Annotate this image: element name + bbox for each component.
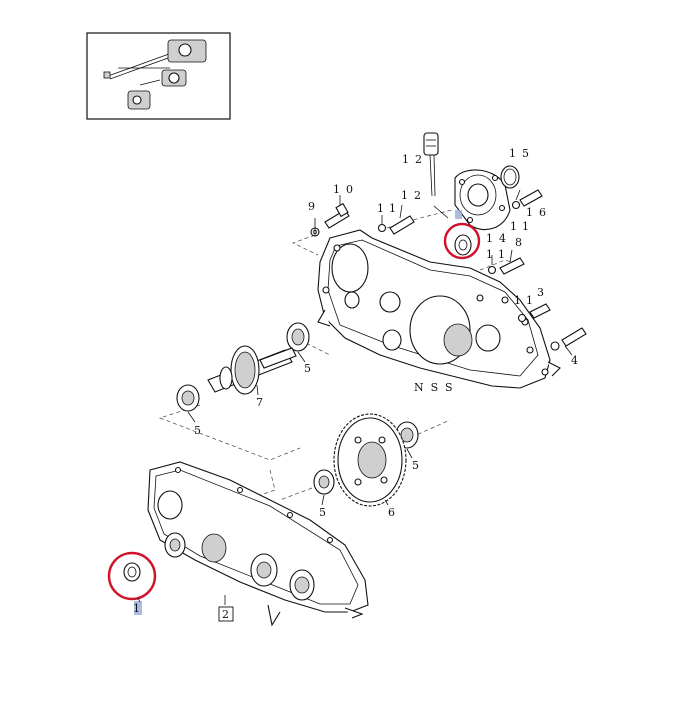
callout-8: 8 [515,236,522,249]
callout-4: 4 [571,354,578,367]
callout-5-left: 5 [194,424,201,437]
callout-15: 15 [509,147,535,160]
highlight-circle-lower [107,551,157,601]
callout-14: 14 [486,232,512,245]
seal-lower[interactable] [107,551,157,615]
callout-3: 3 [537,286,544,299]
callout-5-upper: 5 [304,362,311,375]
large-gear[interactable] [333,413,407,507]
bolt-4[interactable] [550,327,587,351]
bolt-12-left[interactable] [377,215,415,235]
callout-10: 10 [333,183,359,196]
callout-2: 2 [222,608,229,621]
callout-5-right: 5 [412,459,419,472]
seal-upper[interactable] [443,210,481,260]
callout-2-box [218,606,234,622]
highlight-circle-upper [443,222,481,260]
callout-11-b: 11 [510,220,534,233]
upper-housing-cover[interactable] [317,229,561,389]
bearing-upper[interactable] [286,322,310,352]
bolt-10[interactable] [324,202,350,229]
callout-1: 1 [133,602,140,615]
bearing-left[interactable] [176,384,200,412]
callout-7: 7 [256,396,263,409]
leader-lines [137,189,573,605]
selection-marker-lower [134,601,142,615]
locator-thumbnail[interactable] [86,32,231,120]
callout-labels: 1 2 3 4 5 5 5 5 6 7 8 9 10 11 11 11 11 1… [133,147,578,622]
callout-6: 6 [388,506,395,519]
flange-cover[interactable] [454,169,511,230]
callout-11-d: 11 [514,294,538,307]
callout-16: 16 [526,206,552,219]
selection-marker-upper [455,210,462,219]
o-ring[interactable] [500,165,520,189]
dipstick[interactable] [423,132,439,197]
callout-9: 9 [308,200,316,213]
bolt-3[interactable] [517,303,551,323]
callout-11-c: 11 [486,248,510,261]
callout-12-top: 12 [402,153,428,166]
gear-shaft[interactable] [207,345,297,395]
bolt-8[interactable] [487,257,525,275]
lower-housing[interactable] [147,461,369,627]
bolt-16[interactable] [511,189,543,210]
callout-12-mid: 12 [401,189,427,202]
callout-nss: NSS [414,381,460,394]
bearing-center[interactable] [313,469,335,495]
callout-11-a: 11 [377,202,401,215]
callout-5-center: 5 [319,506,326,519]
